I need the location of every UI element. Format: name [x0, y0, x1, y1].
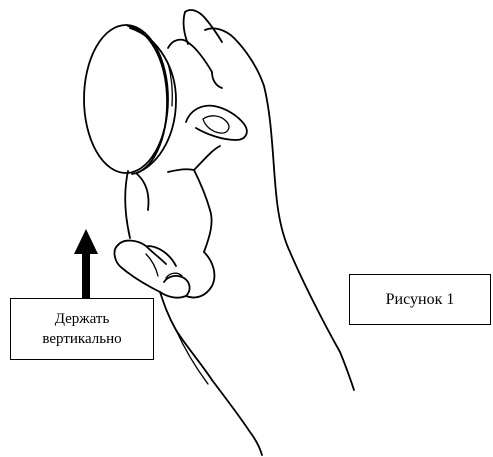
hold-vertical-line2: вертикально [11, 329, 153, 349]
hold-vertical-line1: Держать [11, 309, 153, 329]
device-handle [125, 171, 148, 238]
hold-vertical-label: Держать вертикально [10, 298, 154, 360]
device-head [84, 25, 176, 174]
up-arrow-icon [74, 229, 98, 298]
figure-caption: Рисунок 1 [349, 274, 491, 325]
